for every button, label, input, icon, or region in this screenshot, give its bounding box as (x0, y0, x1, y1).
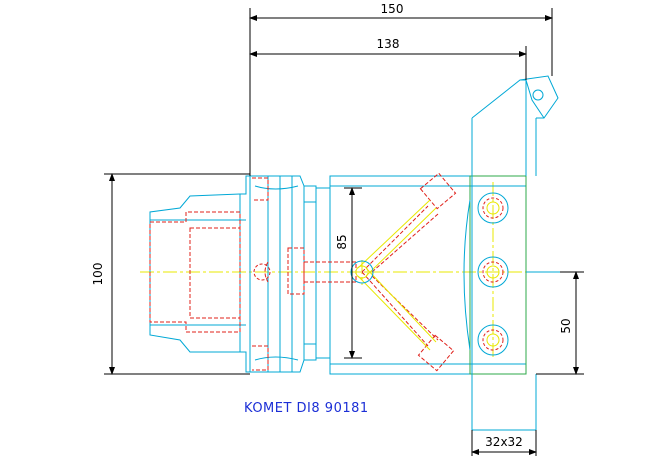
drawing-caption: KOMET DI8 90181 (244, 401, 369, 416)
body-face-curve (463, 199, 471, 351)
body-face (469, 175, 527, 375)
shank-outline (149, 175, 317, 373)
dim-bore-spacing: 85 (335, 234, 349, 249)
cutter-arm (471, 75, 560, 431)
dim-tool-offset: 50 (559, 318, 573, 333)
dim-body-height: 100 (91, 263, 105, 286)
dim-overall-length: 150 (381, 2, 404, 16)
body-outline (316, 175, 527, 375)
dim-shank-section: 32x32 (485, 435, 523, 449)
actuating-links (357, 199, 437, 351)
bores (253, 192, 509, 356)
dimension-lines (104, 8, 584, 456)
centerlines (140, 182, 560, 360)
hidden-lines (149, 172, 457, 372)
dim-length-to-center: 138 (377, 37, 400, 51)
